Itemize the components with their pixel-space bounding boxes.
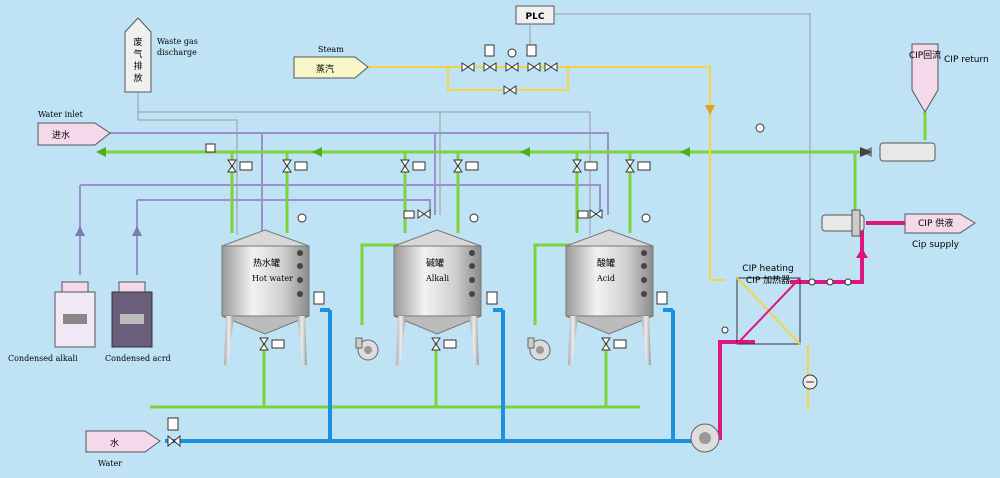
pump-alkali — [355, 337, 379, 361]
cip-heating-label: CIP heating — [742, 264, 793, 274]
green-arrows — [96, 147, 690, 157]
cip-heater — [736, 277, 801, 345]
tank3-en: Acid — [596, 274, 615, 283]
tank3-cn: 酸罐 — [597, 257, 615, 269]
hot-water-tank — [221, 229, 310, 365]
gauges — [297, 123, 852, 334]
waste-cn-2: 气 — [133, 48, 142, 60]
return-filter — [860, 142, 936, 162]
water-box — [85, 430, 161, 453]
arrow-up-alkali — [75, 226, 85, 236]
waste-cn-1: 废 — [133, 36, 142, 48]
cip-return-en: CIP return — [944, 55, 989, 65]
tank1-cn: 热水罐 — [253, 257, 280, 269]
pump-supply — [690, 423, 720, 453]
tank2-en: Alkali — [425, 274, 450, 283]
waste-cn-4: 放 — [133, 72, 142, 84]
supply-filter — [821, 209, 865, 237]
condensed-acid-label: Condensed acrd — [105, 354, 171, 363]
water-inlet-box — [37, 122, 111, 146]
cip-supply-box — [904, 213, 976, 234]
cip-heating-cn: CIP 加热器 — [746, 274, 790, 286]
water-inlet-en: Water inlet — [38, 110, 84, 119]
steam-arrow — [705, 105, 715, 115]
plc-line — [555, 13, 811, 280]
arrow-up-acid — [132, 226, 142, 236]
waste-gas-lines — [137, 92, 591, 235]
waste-en-1: Waste gas — [157, 37, 198, 46]
steam-en: Steam — [318, 45, 344, 54]
water-inlet-cn: 进水 — [52, 129, 70, 141]
cip-return-box — [911, 43, 939, 113]
plc-box — [515, 5, 555, 25]
tank1-en: Hot water — [252, 274, 293, 283]
cip-supply-cn: CIP 供液 — [918, 217, 953, 229]
condensed-alkali-tank — [54, 281, 96, 348]
steam-cn: 蒸汽 — [316, 63, 334, 75]
water-pipes — [165, 308, 695, 443]
waste-gas-box — [124, 17, 152, 93]
cip-supply-en: Cip supply — [912, 240, 960, 250]
water-en: Water — [98, 459, 122, 468]
alkali-tank — [393, 229, 482, 365]
tank2-cn: 碱罐 — [426, 257, 444, 269]
magenta-arrow — [856, 248, 868, 258]
pump-acid — [527, 337, 551, 361]
waste-en-2: discharge — [157, 48, 197, 57]
steam-box — [293, 56, 369, 79]
waste-cn-3: 排 — [133, 60, 142, 72]
line-valves — [167, 143, 668, 448]
condensed-acid-tank — [111, 281, 153, 348]
plc-label: PLC — [526, 12, 545, 22]
acid-tank — [565, 229, 654, 365]
water-cn: 水 — [110, 437, 119, 449]
cip-return-cn: CIP回流 — [909, 49, 941, 61]
condensed-alkali-label: Condensed alkali — [8, 354, 78, 363]
steam-valves — [461, 44, 558, 95]
purple-pipes — [79, 132, 609, 275]
